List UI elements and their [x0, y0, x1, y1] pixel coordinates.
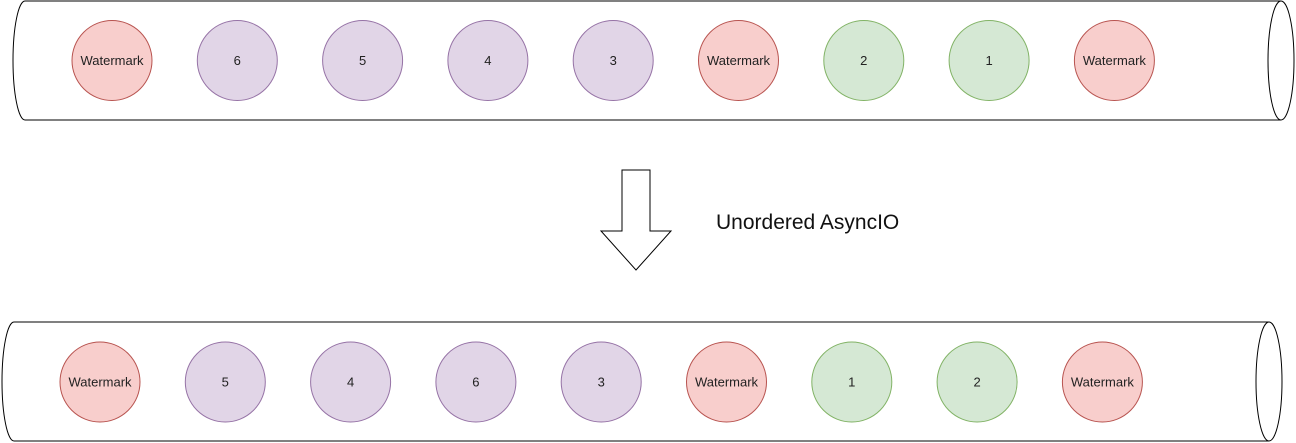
node-circle	[310, 341, 392, 423]
event-node: 1	[811, 341, 893, 423]
down-arrow-icon	[599, 169, 673, 271]
node-circle	[196, 20, 278, 101]
node-label: 4	[347, 375, 354, 390]
watermark-node: Watermark	[1061, 341, 1143, 423]
node-circle	[184, 341, 266, 423]
node-label: Watermark	[80, 53, 144, 68]
node-circle	[435, 341, 517, 423]
event-node: 5	[184, 341, 266, 423]
event-node: 6	[196, 20, 278, 101]
node-circle	[823, 20, 905, 101]
node-label: Watermark	[68, 375, 132, 390]
node-label: 4	[484, 53, 491, 68]
node-circle	[322, 20, 404, 101]
node-circle	[948, 20, 1030, 101]
node-label: Watermark	[1071, 375, 1135, 390]
node-label: 2	[860, 53, 867, 68]
top-pipe-body	[12, 0, 1281, 121]
transform-caption: Unordered AsyncIO	[716, 211, 899, 234]
event-node: 6	[435, 341, 517, 423]
watermark-node: Watermark	[698, 20, 779, 101]
node-label: 5	[359, 53, 366, 68]
node-circle	[1073, 20, 1155, 101]
bottom-stream-items: Watermark 5 4 6 3 Watermark 1 2 Watermark	[59, 341, 1143, 423]
node-circle	[59, 341, 141, 423]
event-node: 4	[447, 20, 529, 101]
event-node: 3	[572, 20, 654, 101]
node-circle	[936, 341, 1018, 423]
node-label: 3	[598, 375, 605, 390]
event-node: 2	[936, 341, 1018, 423]
node-label: 3	[610, 53, 617, 68]
node-circle	[1061, 341, 1143, 423]
node-circle	[811, 341, 893, 423]
event-node: 1	[948, 20, 1030, 101]
top-stream-pipe	[12, 0, 1295, 121]
node-label: Watermark	[695, 375, 759, 390]
top-pipe-end-cap	[1267, 0, 1295, 121]
event-node: 3	[560, 341, 642, 423]
watermark-node: Watermark	[1073, 20, 1155, 101]
event-node: 4	[310, 341, 392, 423]
node-label: 5	[222, 375, 229, 390]
node-label: 6	[234, 53, 241, 68]
node-circle	[560, 341, 642, 423]
event-node: 5	[322, 20, 404, 101]
node-circle	[447, 20, 529, 101]
node-label: 1	[985, 53, 992, 68]
node-label: 6	[472, 375, 479, 390]
bottom-stream-pipe	[1, 321, 1283, 442]
watermark-node: Watermark	[71, 20, 153, 101]
bottom-pipe-body	[1, 321, 1269, 442]
node-circle	[686, 341, 767, 423]
node-label: 1	[848, 375, 855, 390]
node-circle	[698, 20, 779, 101]
watermark-node: Watermark	[59, 341, 141, 423]
node-label: Watermark	[707, 53, 771, 68]
event-node: 2	[823, 20, 905, 101]
node-circle	[572, 20, 654, 101]
node-label: 2	[973, 375, 980, 390]
node-label: Watermark	[1083, 53, 1147, 68]
node-circle	[71, 20, 153, 101]
bottom-pipe-end-cap	[1255, 321, 1283, 442]
watermark-node: Watermark	[686, 341, 767, 423]
top-stream-items: Watermark 6 5 4 3 Watermark 2 1 Watermark	[71, 20, 1155, 101]
